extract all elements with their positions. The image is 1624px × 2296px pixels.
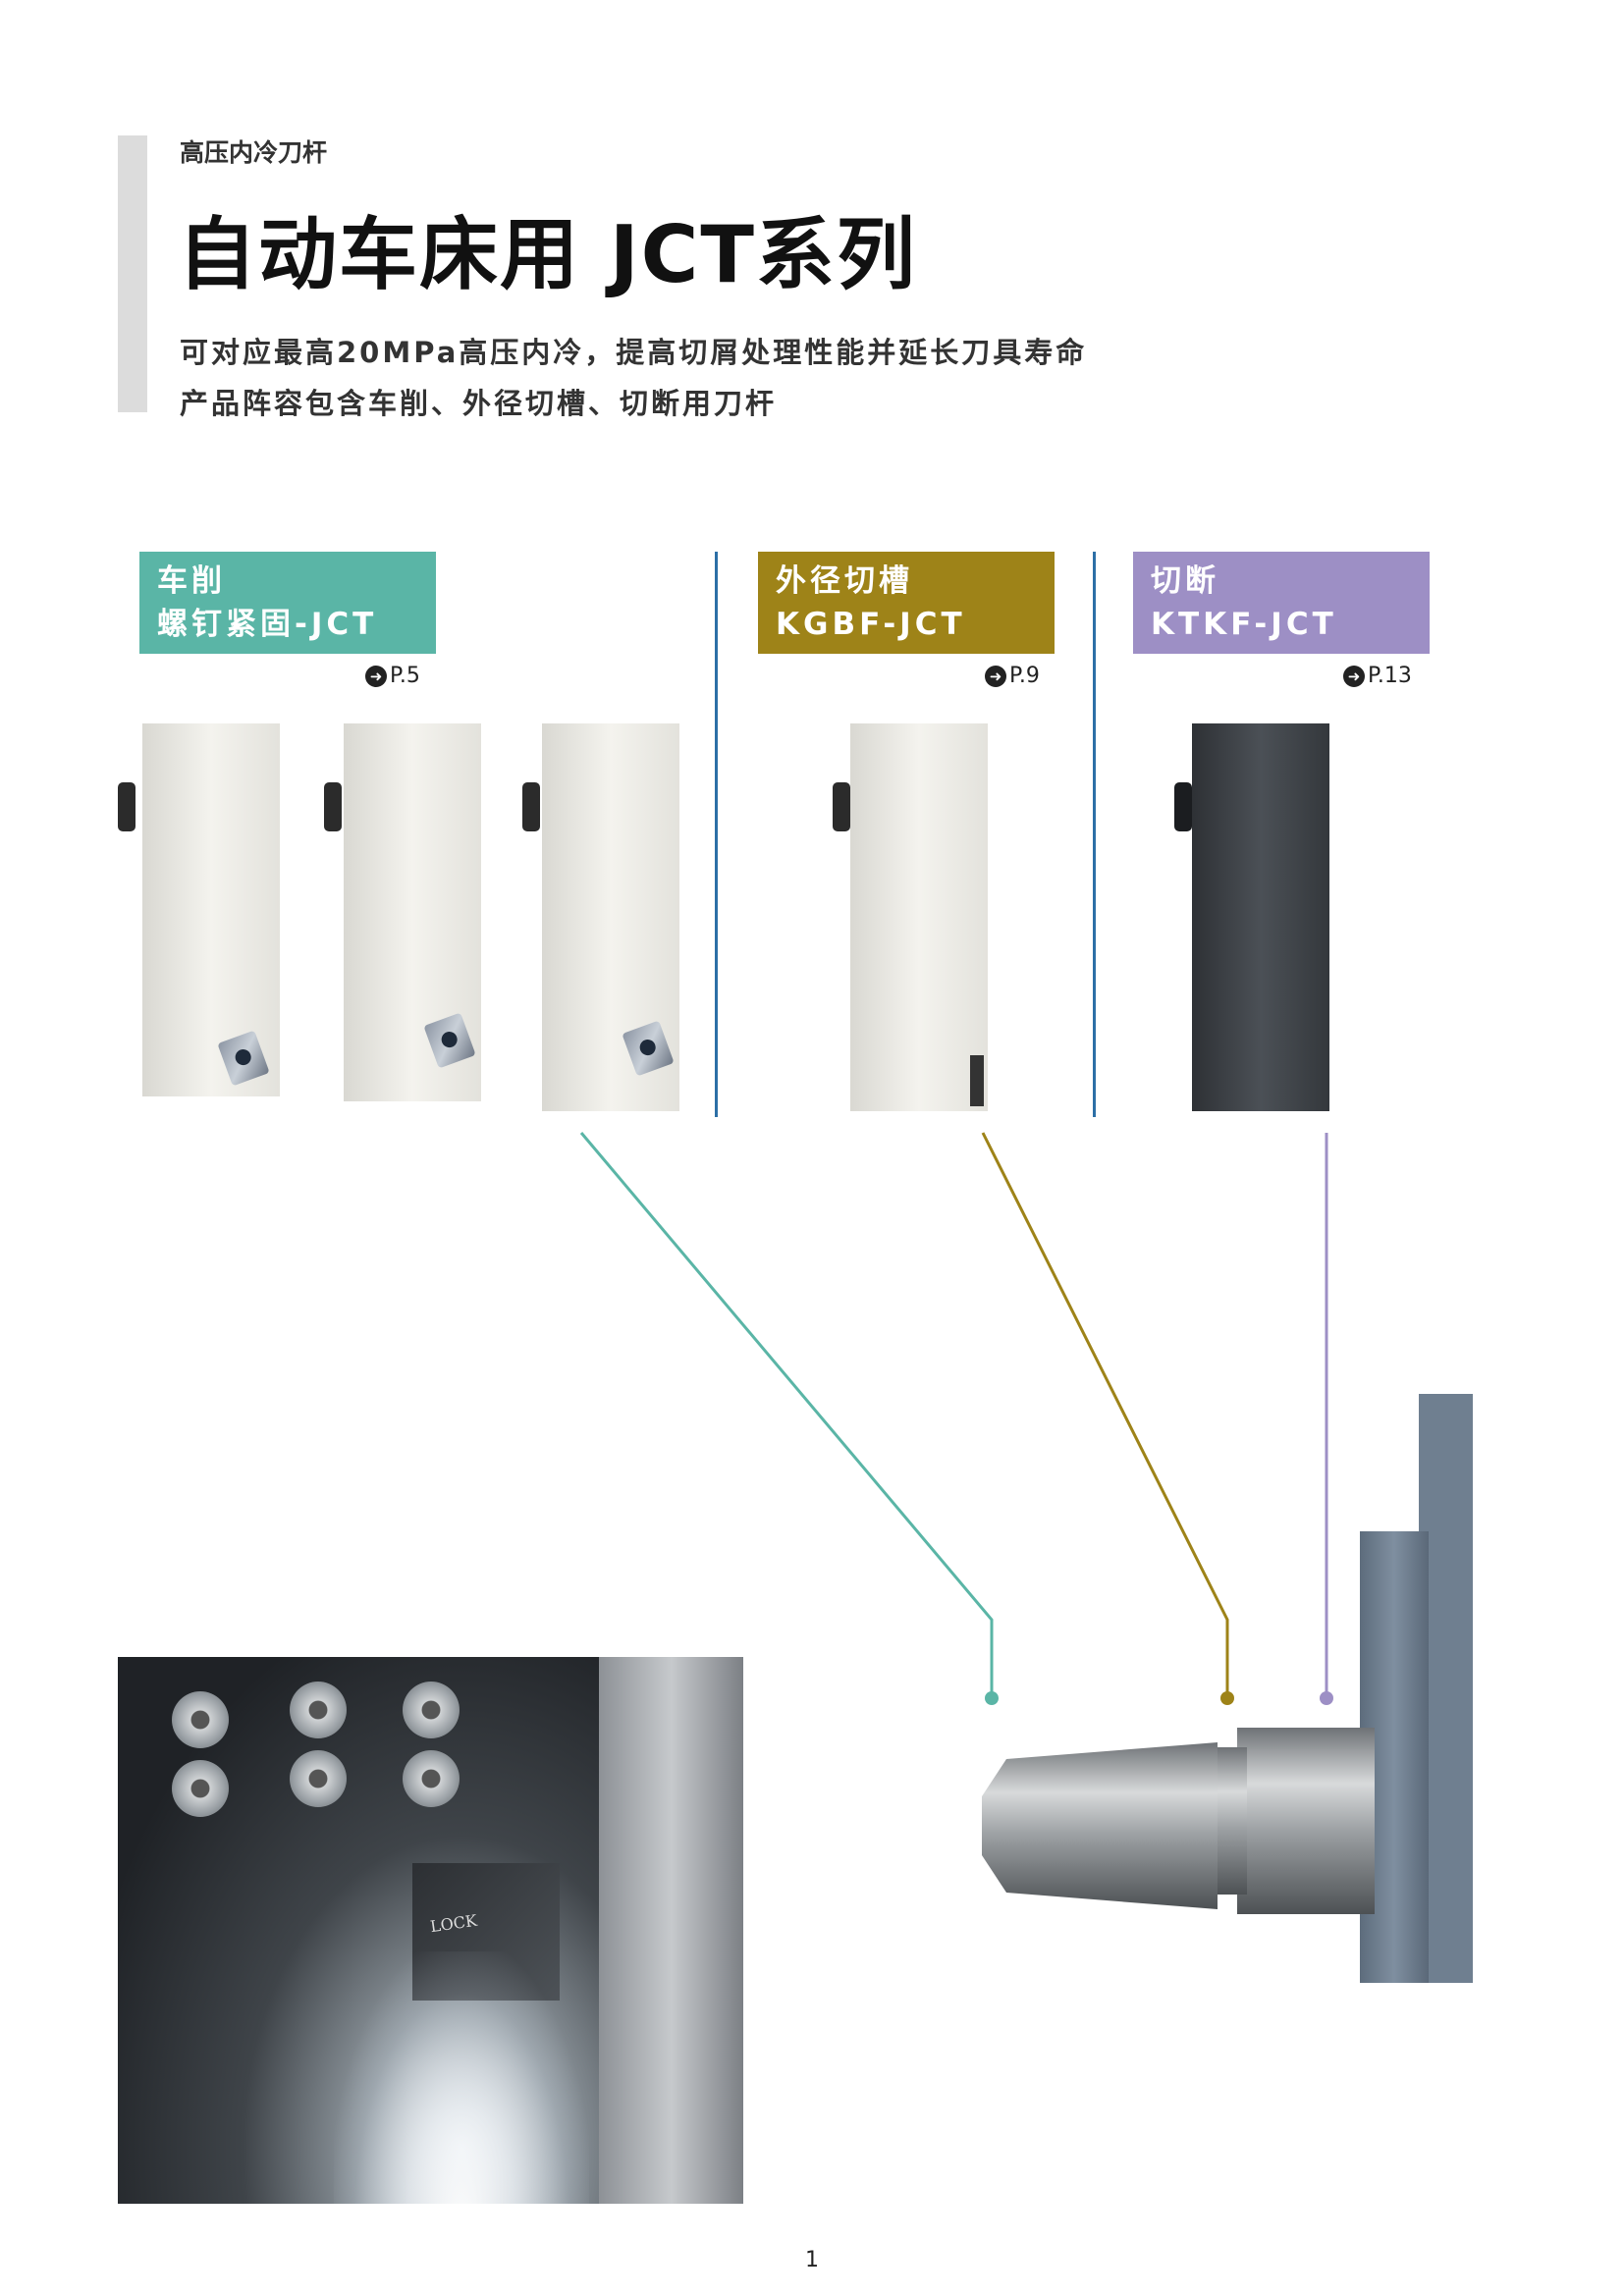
page-ref-grooving[interactable]: ➜P.9 <box>985 664 1040 688</box>
leader-dot-grooving <box>1220 1691 1234 1705</box>
arrow-right-icon: ➜ <box>365 666 387 687</box>
arrow-right-icon: ➜ <box>1343 666 1365 687</box>
category-turning-name: 车削 <box>157 563 226 599</box>
page-ref-turning[interactable]: ➜P.5 <box>365 664 420 688</box>
category-grooving-name: 外径切槽 <box>776 563 913 599</box>
header-accent-bar <box>118 135 147 412</box>
page-ref-turning-text: P.5 <box>390 664 420 688</box>
tool-holder-turning-2 <box>324 723 491 1101</box>
category-turning-series: 螺钉紧固-JCT <box>157 607 378 642</box>
column-divider-2 <box>1093 552 1096 1117</box>
column-divider-1 <box>715 552 718 1117</box>
machining-photo: LOCK <box>118 1657 743 2204</box>
leader-line-grooving <box>981 1132 1229 1698</box>
category-turning-label: 车削 螺钉紧固-JCT <box>139 552 436 654</box>
arrow-right-icon: ➜ <box>985 666 1006 687</box>
page-number: 1 <box>805 2248 819 2272</box>
leader-dot-turning <box>985 1691 999 1705</box>
tool-holder-turning-3 <box>522 723 684 1111</box>
category-grooving-label: 外径切槽 KGBF-JCT <box>758 552 1055 654</box>
category-parting-label: 切断 KTKF-JCT <box>1133 552 1430 654</box>
leader-line-turning <box>579 1132 994 1698</box>
subtitle-line-1: 可对应最高20MPa高压内冷，提高切屑处理性能并延长刀具寿命 <box>180 336 1088 369</box>
workpiece-illustration <box>982 1394 1473 1983</box>
page-ref-grooving-text: P.9 <box>1009 664 1040 688</box>
page-ref-parting-text: P.13 <box>1368 664 1412 688</box>
tool-holder-grooving <box>833 723 990 1111</box>
leader-dot-parting <box>1320 1691 1333 1705</box>
category-parting-series: KTKF-JCT <box>1151 607 1337 642</box>
tool-holder-parting <box>1174 723 1331 1111</box>
tool-holder-turning-1 <box>118 723 285 1096</box>
supertitle: 高压内冷刀杆 <box>180 138 328 167</box>
page-title: 自动车床用 JCT系列 <box>178 209 917 300</box>
category-parting-name: 切断 <box>1151 563 1219 599</box>
category-grooving-series: KGBF-JCT <box>776 607 966 642</box>
subtitle-line-2: 产品阵容包含车削、外径切槽、切断用刀杆 <box>180 387 778 420</box>
page-ref-parting[interactable]: ➜P.13 <box>1343 664 1412 688</box>
